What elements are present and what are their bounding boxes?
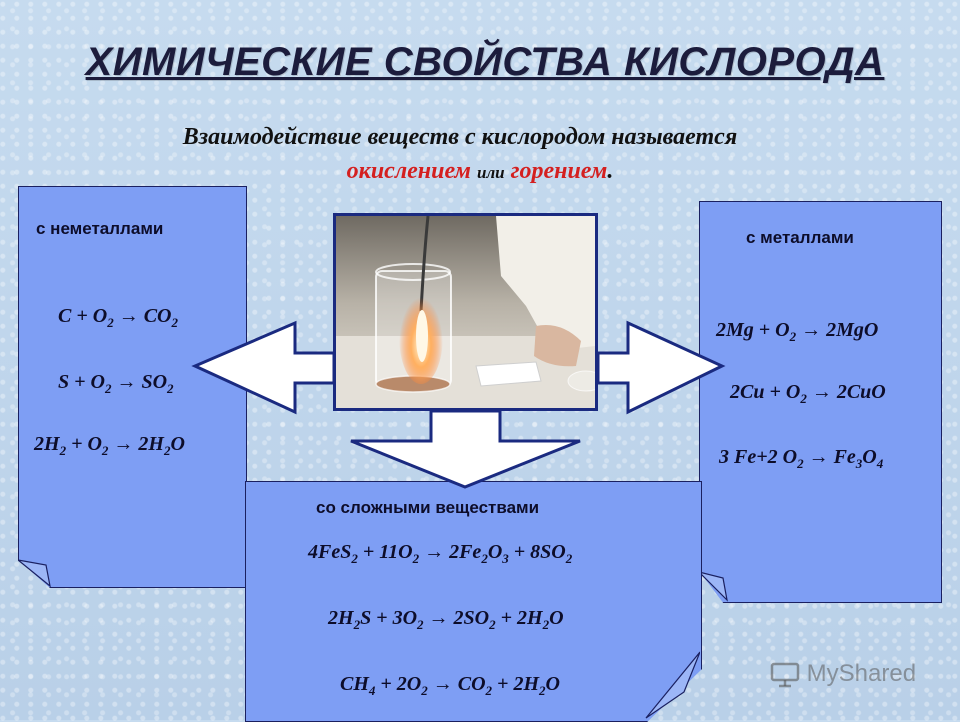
- metals-panel: [699, 201, 942, 603]
- left-arrow: [191, 320, 336, 415]
- metals-equation-1: 2Mg + O2 → 2MgO: [716, 319, 879, 344]
- combustion-jar-illustration: [336, 216, 595, 408]
- right-arrow: [596, 320, 726, 415]
- watermark: MyShared: [770, 660, 916, 688]
- complex-panel-curl: [645, 651, 700, 719]
- nonmetals-label: с неметаллами: [36, 219, 164, 238]
- complex-equation-3: CH4 + 2O2 → CO2 + 2H2O: [340, 673, 560, 698]
- nonmetals-equation-3: 2H2 + O2 → 2H2O: [34, 433, 185, 458]
- metals-label: с металлами: [746, 228, 854, 247]
- metals-panel-curl: [699, 571, 728, 602]
- nonmetals-equation-2: S + O2 → SO2: [58, 371, 174, 396]
- term-oxidation: окислением: [346, 158, 471, 184]
- watermark-text: MyShared: [806, 660, 917, 687]
- definition-line-2: окислением или горением.: [250, 158, 710, 185]
- nonmetals-equation-1: C + O2 → CO2: [58, 305, 178, 330]
- definition-line-1: Взаимодействие веществ с кислородом назы…: [182, 124, 738, 150]
- slideshow-icon: [770, 662, 800, 687]
- experiment-photo: [333, 213, 598, 411]
- complex-label: со сложными веществами: [316, 498, 540, 517]
- metals-equation-3: 3 Fe+2 O2 → Fe3O4: [719, 446, 884, 471]
- metals-equation-2: 2Cu + O2 → 2CuO: [730, 381, 886, 406]
- complex-equation-2: 2H2S + 3O2 → 2SO2 + 2H2O: [328, 607, 564, 632]
- connector-or: или: [476, 163, 505, 182]
- slide-title: ХИМИЧЕСКИЕ СВОЙСТВА КИСЛОРОДА: [85, 40, 885, 84]
- complex-panel: [245, 481, 702, 722]
- complex-equation-1: 4FeS2 + 11O2 → 2Fe2O3 + 8SO2: [308, 541, 573, 566]
- nonmetals-panel-curl: [18, 559, 51, 587]
- down-arrow: [350, 409, 581, 489]
- definition-end: .: [607, 158, 614, 184]
- term-combustion: горением: [510, 158, 608, 184]
